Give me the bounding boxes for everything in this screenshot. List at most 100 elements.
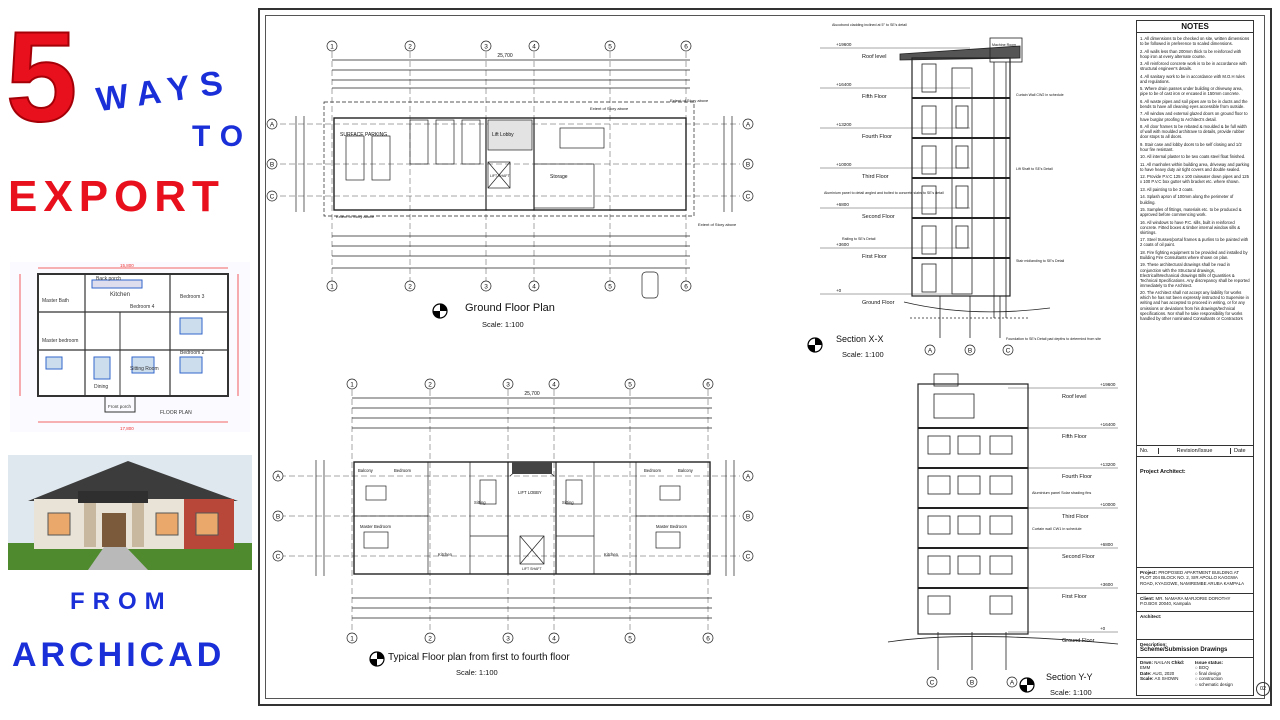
tf-grid-1b: 1 [350,636,354,643]
note-item: 11. All manholes within building area, d… [1140,161,1250,172]
gf-room-lift-shaft: LIFT SHAFT [490,174,510,178]
mini-room-4: Bedroom 3 [180,294,205,300]
client-address: P.O.BOX 20040, Kampala [1140,601,1191,607]
note-item: 14. Splash apron of 100mm along the peri… [1140,194,1234,205]
sxx-callout-5: Railing to SE's Detail [842,237,876,241]
gf-grid-4: 4 [532,44,536,51]
notes-list: 1. All dimensions to be checked on site,… [1137,33,1253,321]
note-item: 15. Samples of fittings, materials etc. … [1140,207,1242,218]
gf-grid-6b: 6 [684,284,688,291]
syy-elev-0: +19600 [1100,382,1116,387]
sheet-border [265,15,1265,699]
mini-dim-bottom: 17,800 [120,426,134,431]
tf-room-5: Bedroom [644,468,662,473]
project-value: PROPOSED APARTMENT BUILDING AT PLOT 204 … [1140,570,1245,586]
gf-room-lift-lobby: Lift Lobby [492,132,514,138]
note-item: 9. Stair case and lobby doors to be self… [1140,141,1242,152]
revision-issue: Revision/Issue [1159,448,1231,454]
tf-grid-5: 5 [628,382,632,389]
gf-grid-b-r: B [746,162,750,169]
sheet-number: 02 [1259,686,1267,692]
sxx-level-1: First Floor [862,254,887,260]
sxx-level-4: Fourth Floor [862,134,892,140]
tf-grid-3: 3 [506,382,510,389]
description-box: Description: Scheme/Submission Drawings [1137,639,1253,656]
note-item: 12. Provide P.V.C 125 x 100 rainwater do… [1140,174,1249,185]
syy-level-4: Fourth Floor [1062,474,1092,480]
issue-option-schematic: schematic design [1198,681,1233,687]
gf-overall-dim: 25,700 [497,53,513,59]
tf-plan-scale: Scale: 1:100 [456,668,498,677]
mini-room-7: Sitting Room [130,366,159,372]
project-architect-label: Project Architect: [1140,469,1186,475]
sxx-title-marker [806,336,824,357]
tf-room-7: Master Bedroom [360,524,391,529]
tf-grid-6: 6 [706,382,710,389]
revision-no: No. [1137,448,1159,454]
tf-grid-b: B [276,514,280,521]
note-item: 7. All window and external glazed doors … [1140,111,1248,122]
gf-room-parking: SURFACE PARKING [340,132,387,138]
sxx-callout-2: Curtain Wall CW2 in schedule [1016,93,1064,97]
gf-grid-a: A [270,122,275,129]
gf-title-marker [431,302,449,323]
house-render-image [8,455,252,570]
tf-room-3: LIFT LOBBY [518,490,542,495]
syy-callout-1: Curtain wall CW1 in schedule [1032,527,1082,531]
architect-label: Architect: [1140,614,1162,619]
sxx-callout-4: Aluminium panel to detail angled and bol… [824,191,944,195]
tf-grid-b-r: B [746,514,750,521]
syy-level-5: Fifth Floor [1062,434,1087,440]
mini-floor-plan: Back porch Kitchen Master Bath Bedroom 4… [10,262,250,432]
tf-title-marker [368,650,386,671]
gf-note-4: Extent of Story above [698,222,737,227]
scale-value: AS SHOWN [1154,676,1179,682]
syy-elev-5: +3600 [1100,582,1113,587]
note-item: 8. All door frames to be rebated & mould… [1140,124,1247,140]
syy-elev-2: +13200 [1100,462,1116,467]
note-item: 4. All sanitary work to be in accordance… [1140,73,1245,84]
revision-date: Date [1234,448,1246,454]
project-box: Project: PROPOSED APARTMENT BUILDING AT … [1137,567,1253,588]
sxx-level-2: Second Floor [862,214,895,220]
syy-elev-4: +6800 [1100,542,1113,547]
syy-grid-c: C [930,680,935,687]
syy-level-roof: Roof level [1062,394,1086,400]
syy-level-2: Second Floor [1062,554,1095,560]
tf-grid-a: A [276,474,281,481]
note-item: 16. All windows to have P.C. sills, buil… [1140,219,1241,235]
tf-plan-title: Typical Floor plan from first to fourth … [388,652,570,663]
note-item: 20. The Architect shall not accept any l… [1140,290,1249,321]
tf-room-0: Balcony [358,468,374,473]
issue-option-construction: construction [1198,676,1223,682]
syy-grid-a: A [1010,680,1015,687]
syy-grid-b: B [970,680,974,687]
syy-title-marker [1018,676,1036,697]
sxx-callout-1: Machine Room [992,43,1016,47]
gf-note-2: Extent of Story above [590,106,629,111]
sxx-elev-2: +13200 [836,122,852,127]
note-item: 18. Fire fighting equipment to be provid… [1140,249,1248,260]
tf-grid-3b: 3 [506,636,510,643]
promo-number: 5 [5,6,78,149]
syy-elev-3: +10000 [1100,502,1116,507]
promo-word-ways: WAYS [93,62,235,120]
sxx-level-roof: Roof level [862,54,886,60]
gf-grid-1b: 1 [330,284,334,291]
mini-plan-caption: FLOOR PLAN [160,410,192,416]
tf-room-1: Bedroom [394,468,412,473]
issue-label: Issue status: [1195,660,1224,665]
gf-grid-2: 2 [408,44,412,51]
note-item: 6. All waste pipes and soil pipes are to… [1140,98,1248,109]
issue-option-final: final design [1198,670,1222,676]
date-label: Date: [1140,670,1152,676]
ground-floor-plan-drawing: 1 2 3 4 5 6 1 2 3 4 5 6 A B C [266,40,754,299]
tf-room-6: Balcony [678,468,694,473]
gf-grid-5: 5 [608,44,612,51]
mini-room-3: Bedroom 4 [130,304,155,310]
gf-grid-3b: 3 [484,284,488,291]
note-item: 19. These architectural drawings shall b… [1140,262,1250,288]
tf-grid-1: 1 [350,382,354,389]
tf-overall-dim: 25,700 [524,391,540,397]
syy-elev-6: +0 [1100,626,1106,631]
